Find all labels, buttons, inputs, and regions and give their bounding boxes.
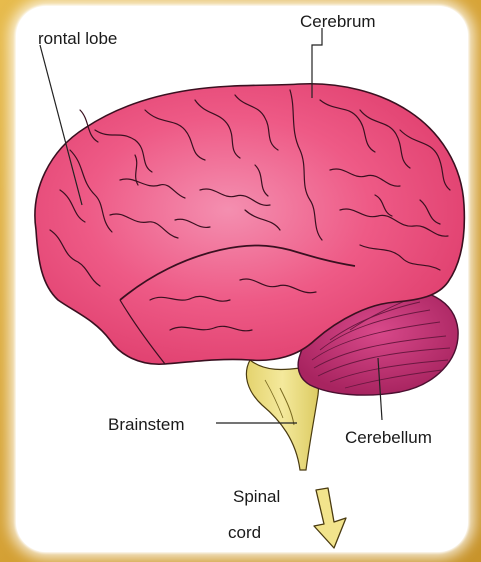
brainstem-label: Brainstem [108,415,185,434]
cerebellum-label: Cerebellum [345,428,432,447]
frontal-lobe-label: rontal lobe [38,29,117,48]
cord-label: cord [228,523,261,542]
spinal-cord-arrow [314,488,346,548]
cerebrum-label: Cerebrum [300,12,376,31]
spinal-label: Spinal [233,487,280,506]
